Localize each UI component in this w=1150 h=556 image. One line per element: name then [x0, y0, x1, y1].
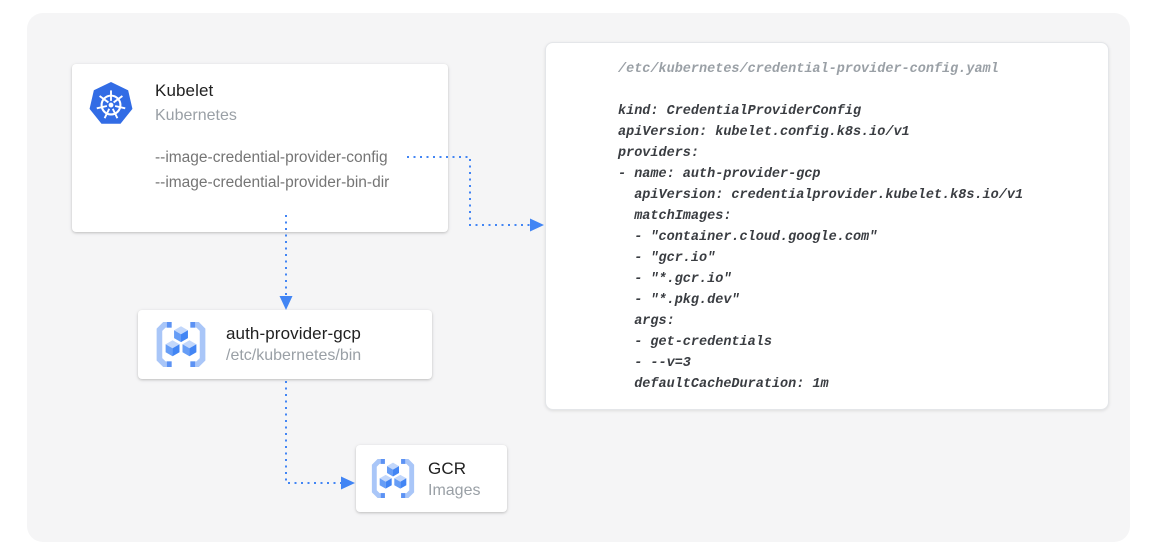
yaml-code-line: - get-credentials — [618, 335, 772, 350]
yaml-code-line: kind: CredentialProviderConfig — [618, 104, 862, 119]
gcr-icon — [151, 318, 211, 371]
node-kubelet-title: Kubelet — [155, 81, 214, 100]
yaml-code-line: - "*.gcr.io" — [618, 272, 732, 287]
yaml-code-line: - --v=3 — [618, 356, 691, 371]
kubelet-flag: --image-credential-provider-bin-dir — [155, 174, 390, 191]
kubelet-flag-list: --image-credential-provider-config --imag… — [155, 145, 389, 195]
yaml-code-line: apiVersion: credentialprovider.kubelet.k… — [618, 188, 1024, 203]
kubernetes-icon — [88, 81, 134, 127]
yaml-code-line: - "*.pkg.dev" — [618, 293, 740, 308]
node-gcr: GCR Images — [356, 445, 507, 512]
kubelet-flag: --image-credential-provider-config — [155, 149, 388, 166]
node-kubelet-subtitle: Kubernetes — [155, 107, 237, 124]
yaml-code-line: - name: auth-provider-gcp — [618, 167, 821, 182]
yaml-code-line: matchImages: — [618, 209, 732, 224]
node-gcr-subtitle: Images — [428, 482, 481, 499]
yaml-code: kind: CredentialProviderConfig apiVersion… — [618, 101, 1098, 395]
yaml-code-line: providers: — [618, 146, 700, 161]
credential-provider-config-panel: /etc/kubernetes/credential-provider-conf… — [545, 42, 1109, 410]
yaml-code-line: defaultCacheDuration: 1m — [618, 377, 829, 392]
yaml-code-line: - "gcr.io" — [618, 251, 716, 266]
yaml-code-line: - "container.cloud.google.com" — [618, 230, 878, 245]
config-file-path: /etc/kubernetes/credential-provider-conf… — [618, 62, 999, 77]
node-auth-provider-gcp: auth-provider-gcp /etc/kubernetes/bin — [138, 310, 432, 379]
yaml-code-line: args: — [618, 314, 675, 329]
node-gcr-title: GCR — [428, 459, 467, 478]
node-auth-provider-title: auth-provider-gcp — [226, 324, 361, 343]
gcr-icon — [367, 455, 419, 502]
yaml-code-line: apiVersion: kubelet.config.k8s.io/v1 — [618, 125, 910, 140]
node-kubelet: Kubelet Kubernetes --image-credential-pr… — [72, 64, 448, 232]
node-auth-provider-subtitle: /etc/kubernetes/bin — [226, 347, 362, 364]
